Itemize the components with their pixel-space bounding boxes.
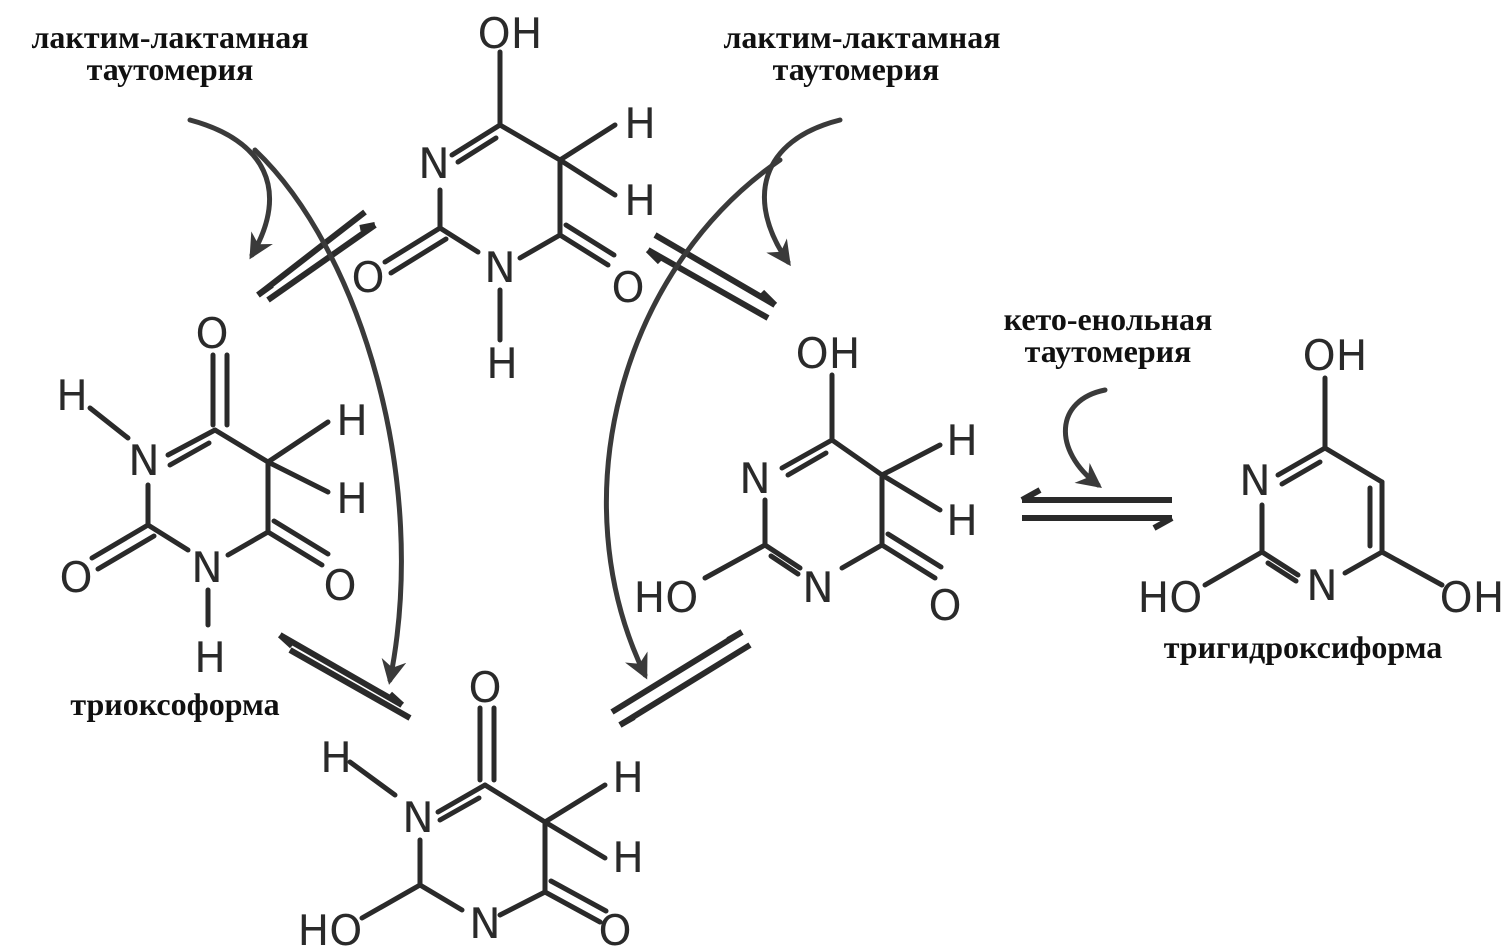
molecule-bottom: O H H N H HO N O [298,663,644,952]
atom-N: N [402,793,433,842]
atom-O: O [195,309,228,358]
molecule-top: OH N H H N O O H [351,9,655,388]
atom-H: H [624,176,656,225]
molecule-trihydroxy: OH N HO N OH [1138,331,1505,622]
atom-O: O [928,581,961,630]
atom-N: N [128,436,159,485]
label-trioxo-form: триоксоформа [70,686,279,722]
atom-O: O [611,263,644,312]
atom-O: O [598,906,631,952]
atom-O: O [59,553,92,602]
atom-OH: OH [1303,331,1368,380]
curved-arrow-keto-enol [1062,387,1108,489]
atom-O: O [351,253,384,302]
label-lactim-lactam-left-line2: таутомерия [87,51,254,87]
label-trihydroxy-form: тригидроксиформа [1164,629,1443,665]
atom-H: H [946,496,978,545]
equilibrium-arrow-bottom-right [610,629,752,728]
equilibrium-arrow-keto-enol [1020,487,1174,531]
atom-N: N [802,563,833,612]
molecule-trioxo: O H H N H N O O H [56,309,368,682]
atom-H: H [612,753,644,802]
atom-H: H [336,396,368,445]
atom-H: H [486,339,518,388]
atom-H: H [624,99,656,148]
label-keto-enol-line1: кето-енольная [1004,301,1213,337]
atom-N: N [418,139,449,188]
label-lactim-lactam-right-line2: таутомерия [773,51,940,87]
atom-N: N [739,454,770,503]
label-keto-enol-line2: таутомерия [1025,333,1192,369]
atom-OH: OH [478,9,543,58]
equilibrium-arrow-top-left [256,209,377,303]
atom-H: H [56,371,88,420]
atom-N: N [1306,561,1337,610]
atom-OH: OH [1440,573,1505,622]
atom-N: N [191,543,222,592]
molecule-right-middle: OH H N H HO N O [634,329,978,630]
atom-H: H [612,833,644,882]
atom-HO: HO [634,573,699,622]
atom-H: H [194,633,226,682]
atom-HO: HO [1138,573,1203,622]
atom-O: O [323,561,356,610]
atom-H: H [946,416,978,465]
atom-N: N [484,243,515,292]
atom-N: N [469,899,500,948]
curved-arrow-right-long [603,157,783,680]
label-lactim-lactam-right-line1: лактим-лактамная [723,19,1000,55]
atom-O: O [468,663,501,712]
equilibrium-arrow-top-right [645,232,778,321]
curved-arrow-top-right [762,117,843,267]
atom-HO: HO [298,906,363,952]
curved-arrow-top-left [187,117,273,260]
atom-H: H [336,474,368,523]
equilibrium-arrow-bottom-left [277,632,412,721]
label-lactim-lactam-left-line1: лактим-лактамная [31,19,308,55]
curved-arrow-left-long [252,147,407,685]
atom-N: N [1239,456,1270,505]
atom-OH: OH [796,329,861,378]
atom-H: H [320,733,352,782]
